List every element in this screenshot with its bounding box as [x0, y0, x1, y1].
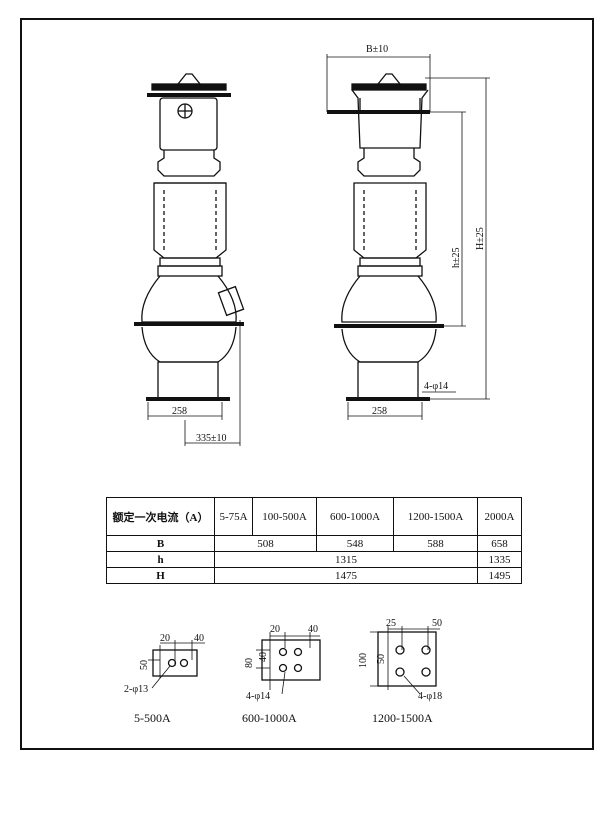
table-header-cell: 5-75A — [214, 497, 253, 536]
table-cell: 1495 — [477, 567, 522, 584]
terminal-600-1000A — [256, 632, 321, 695]
table-row: B 508 548 588 658 — [106, 535, 522, 552]
left-head-box — [159, 97, 218, 151]
row-label: h — [106, 551, 215, 568]
t2-dim-side-inner: 40 — [258, 652, 269, 662]
drawing-frame — [20, 18, 594, 750]
left-side-box — [217, 285, 245, 317]
t2-dim-a: 20 — [270, 624, 280, 635]
right-dim-H: H±25 — [475, 227, 486, 250]
left-neck — [157, 150, 221, 177]
t3-dim-side-inner: 50 — [376, 654, 387, 664]
table-row: H 1475 1495 — [106, 567, 522, 584]
right-transformer — [326, 54, 490, 420]
table-cell: 588 — [393, 535, 478, 552]
table-header-cell: 1200-1500A — [393, 497, 478, 536]
row-label: B — [106, 535, 215, 552]
table-cell: 1335 — [477, 551, 522, 568]
left-rib-2 — [157, 265, 223, 277]
left-rib-1 — [159, 257, 221, 267]
right-top-knob — [376, 73, 402, 85]
t3-dim-b: 50 — [432, 618, 442, 629]
left-tank-upper — [141, 275, 237, 323]
t1-caption: 5-500A — [134, 711, 171, 725]
t2-dim-side-outer: 80 — [244, 658, 255, 668]
right-dim-h: h±25 — [451, 248, 462, 269]
left-top-flange — [151, 83, 227, 91]
table-header-row: 额定一次电流（A） 5-75A 100-500A 600-1000A 1200-… — [106, 497, 522, 536]
t1-holes: 2-φ13 — [124, 684, 148, 695]
terminal-1200-1500A — [370, 626, 440, 695]
table-cell: 1315 — [214, 551, 478, 568]
table-header-cell: 100-500A — [252, 497, 317, 536]
t1-dim-side: 50 — [139, 660, 150, 670]
t2-caption: 600-1000A — [242, 711, 297, 725]
right-dim-base: 258 — [372, 406, 387, 417]
left-tank-lower — [141, 326, 237, 363]
left-dim-offset: 335±10 — [196, 433, 227, 444]
t1-dim-b: 40 — [194, 633, 204, 644]
left-transformer — [134, 73, 245, 446]
row-label: H — [106, 567, 215, 584]
hole-icon — [179, 658, 189, 668]
t3-dim-a: 25 — [386, 618, 396, 629]
t3-dim-side-outer: 100 — [358, 653, 369, 668]
left-dim-base: 258 — [172, 406, 187, 417]
left-insulator — [153, 182, 227, 259]
table-cell: 658 — [477, 535, 522, 552]
table-row: h 1315 1335 — [106, 551, 522, 568]
table-header-cell: 额定一次电流（A） — [106, 497, 215, 536]
table-cell: 1475 — [214, 567, 478, 584]
t2-dim-b: 40 — [308, 624, 318, 635]
right-dim-holes: 4-φ14 — [424, 381, 448, 392]
left-top-knob — [176, 73, 202, 85]
t1-dim-a: 20 — [160, 633, 170, 644]
table-cell: 508 — [214, 535, 317, 552]
right-dim-B: B±10 — [366, 44, 388, 55]
hole-icon — [167, 658, 177, 668]
table-cell: 548 — [316, 535, 394, 552]
terminal-5-500A — [148, 640, 205, 689]
t2-holes: 4-φ14 — [246, 691, 270, 702]
t3-caption: 1200-1500A — [372, 711, 433, 725]
rated-current-table: 额定一次电流（A） 5-75A 100-500A 600-1000A 1200-… — [106, 497, 522, 584]
left-base — [157, 361, 219, 399]
table-header-cell: 600-1000A — [316, 497, 394, 536]
t3-holes: 4-φ18 — [418, 691, 442, 702]
table-header-cell: 2000A — [477, 497, 522, 536]
